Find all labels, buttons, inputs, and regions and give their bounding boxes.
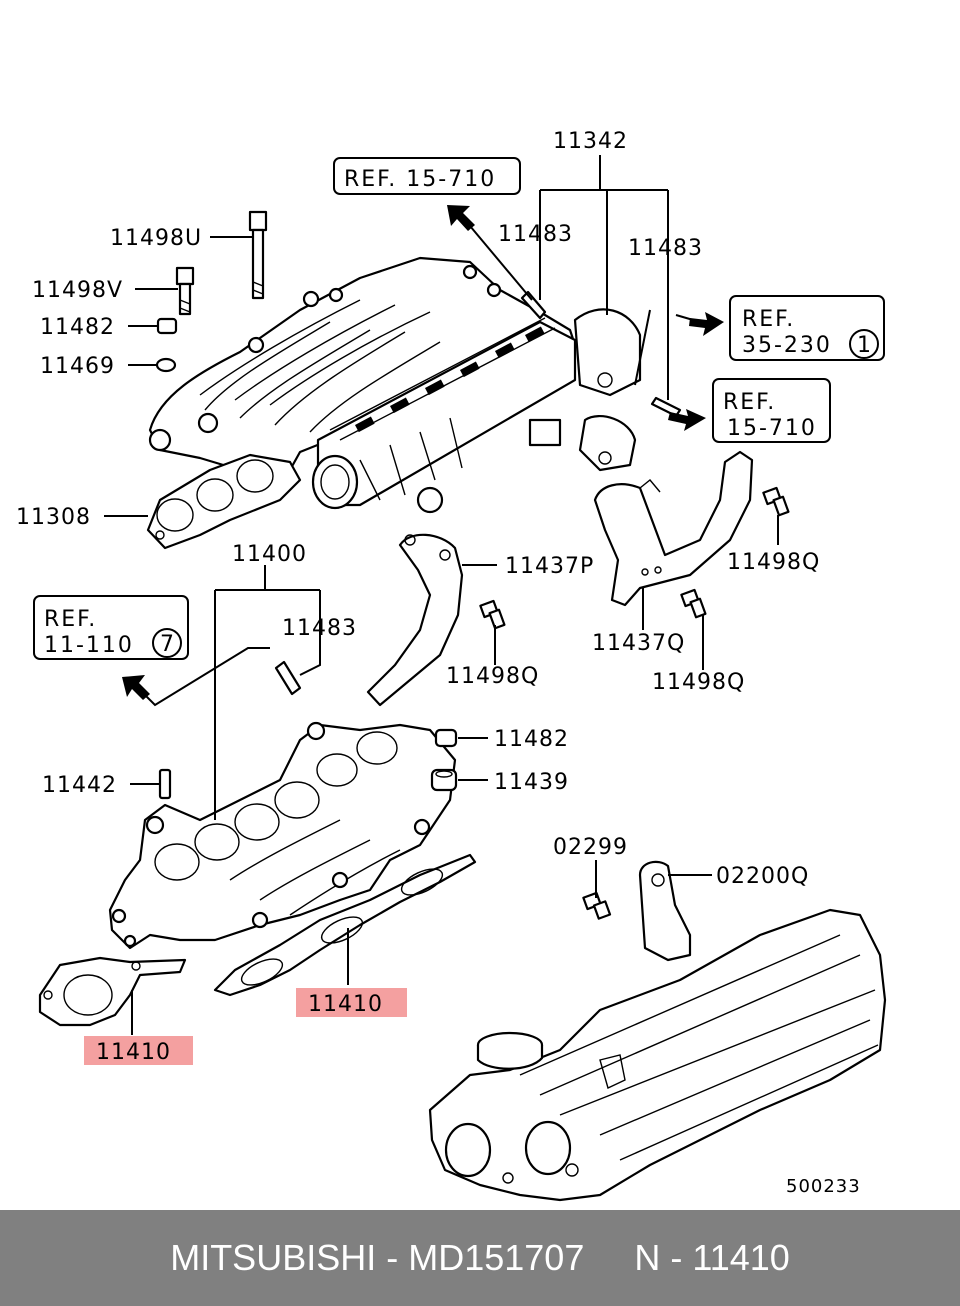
bracket-02200Q bbox=[638, 860, 692, 962]
grommet-11439 bbox=[430, 768, 458, 792]
label-11483-a: 11483 bbox=[498, 222, 573, 247]
part-labels: 11342 11483 11483 11498U 11498V 11482 11… bbox=[16, 129, 861, 1197]
label-11482-b: 11482 bbox=[494, 727, 569, 752]
label-11437Q: 11437Q bbox=[592, 631, 685, 656]
label-11400: 11400 bbox=[232, 542, 307, 567]
footer-code: N - 11410 bbox=[634, 1237, 790, 1278]
ref-box-11-110-line2: 11-110 bbox=[44, 633, 134, 658]
label-11498U: 11498U bbox=[110, 226, 202, 251]
nut-11482-lower bbox=[434, 728, 458, 748]
label-11410-a: 11410 bbox=[96, 1040, 171, 1065]
washer-11469 bbox=[155, 357, 177, 373]
label-11437P: 11437P bbox=[505, 554, 594, 579]
bolt-11498Q-c bbox=[680, 588, 707, 619]
label-11498Q-a: 11498Q bbox=[727, 550, 820, 575]
footer-brand: MITSUBISHI bbox=[170, 1237, 377, 1278]
label-02200Q: 02200Q bbox=[716, 864, 809, 889]
label-11439: 11439 bbox=[494, 770, 569, 795]
lower-intake-manifold bbox=[108, 721, 457, 950]
footer-separator: - bbox=[376, 1237, 409, 1278]
gasket-11308 bbox=[146, 453, 302, 550]
stud-11483-lower bbox=[274, 660, 302, 696]
label-11498Q-b: 11498Q bbox=[446, 664, 539, 689]
label-11498Q-c: 11498Q bbox=[652, 670, 745, 695]
ref-box-35-230-line2: 35-230 bbox=[742, 333, 832, 358]
highlight-11410-right bbox=[296, 988, 407, 1017]
plenum-vent-slots bbox=[355, 326, 545, 433]
ref-box-11-110-circle-number: 7 bbox=[160, 632, 176, 657]
label-11483-b: 11483 bbox=[628, 236, 703, 261]
label-11469: 11469 bbox=[40, 354, 115, 379]
ref-box-35-230-line1: REF. bbox=[742, 307, 795, 332]
diagram-code: 500233 bbox=[786, 1176, 861, 1197]
label-11483-c: 11483 bbox=[282, 616, 357, 641]
ref-box-15-710-right: REF. 15-710 bbox=[712, 378, 831, 443]
ref-arrow-15-710-right bbox=[668, 409, 706, 431]
bracket-11437P bbox=[366, 533, 464, 707]
label-11498V: 11498V bbox=[32, 278, 123, 303]
label-02299: 02299 bbox=[553, 835, 628, 860]
label-11342: 11342 bbox=[553, 129, 628, 154]
ref-box-11-110-line1: REF. bbox=[44, 607, 97, 632]
highlight-11410-left bbox=[84, 1036, 193, 1065]
bolt-11498V bbox=[175, 266, 195, 316]
nut-11482-upper bbox=[156, 317, 178, 335]
gasket-11410-left bbox=[38, 956, 187, 1027]
gasket-11410-right bbox=[213, 853, 477, 997]
ref-arrow-11-110 bbox=[122, 675, 150, 700]
bolt-11498Q-b bbox=[479, 599, 506, 630]
ref-box-35-230-circle-number: 1 bbox=[857, 333, 873, 358]
label-11410-b: 11410 bbox=[308, 992, 383, 1017]
ref-box-15-710-right-line2: 15-710 bbox=[727, 416, 817, 441]
footer-gap bbox=[584, 1237, 634, 1279]
label-11308: 11308 bbox=[16, 505, 91, 530]
bracket-11437Q bbox=[593, 450, 754, 607]
dowel-11442 bbox=[158, 768, 172, 800]
ref-box-15-710-right-line1: REF. bbox=[723, 390, 776, 415]
ref-box-11-110: REF. 11-110 7 bbox=[33, 595, 189, 660]
footer-bar: MITSUBISHI - MD151707 N - 11410 bbox=[0, 1210, 960, 1306]
bolt-11498U bbox=[248, 210, 268, 300]
upper-intake-plenum bbox=[148, 256, 642, 514]
label-11442: 11442 bbox=[42, 773, 117, 798]
engine-cylinder-head bbox=[428, 908, 887, 1202]
ref-arrow-35-230 bbox=[689, 312, 724, 336]
ref-box-15-710-top: REF. 15-710 bbox=[333, 157, 521, 195]
bolt-11498Q-a bbox=[762, 486, 790, 517]
ref-arrow-15-710-top bbox=[447, 205, 475, 231]
ref-box-35-230: REF. 35-230 1 bbox=[729, 295, 885, 361]
footer-part-number: MD151707 bbox=[408, 1237, 585, 1278]
ref-box-15-710-top-text: REF. 15-710 bbox=[344, 167, 496, 192]
stud-11483-right bbox=[650, 396, 682, 418]
exploded-parts-diagram: REF. 15-710 REF. 35-230 1 REF. 15-710 RE… bbox=[16, 129, 887, 1202]
label-11482-a: 11482 bbox=[40, 315, 115, 340]
